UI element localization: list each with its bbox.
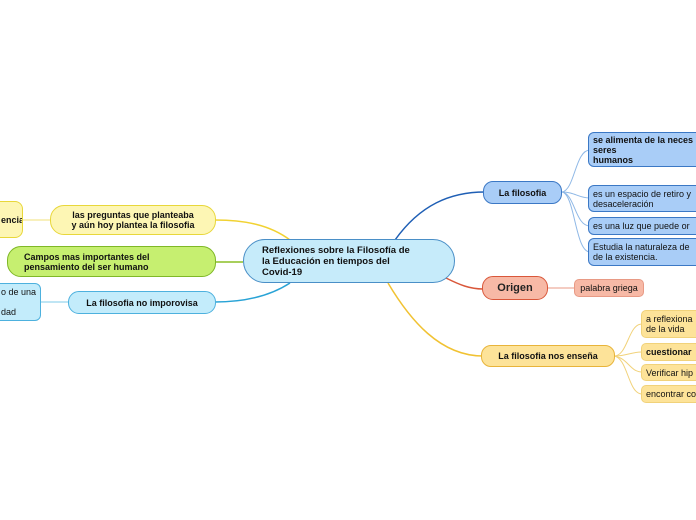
ensena-child-reflexionar[interactable]: a reflexiona de la vida (641, 310, 696, 338)
node-origen[interactable]: Origen (482, 276, 548, 300)
origen-child-palabra-griega[interactable]: palabra griega (574, 279, 644, 297)
node-no-improvisa[interactable]: La filosofia no imporovisa (68, 291, 216, 314)
link-f1 (561, 149, 591, 193)
filosofia-child-naturaleza[interactable]: Estudia la naturaleza de de la existenci… (588, 238, 696, 266)
central-topic[interactable]: Reflexiones sobre la Filosofía de la Edu… (243, 239, 455, 283)
link-e4 (613, 355, 643, 395)
link-ensena (387, 282, 484, 357)
link-filosofia (394, 191, 486, 241)
link-f4 (561, 191, 591, 253)
link-e2 (613, 351, 643, 357)
filosofia-child-alimenta[interactable]: se alimenta de la neces seres humanos (588, 132, 696, 167)
node-nos-ensena[interactable]: La filosofia nos enseña (481, 345, 615, 367)
node-la-filosofia[interactable]: La filosofia (483, 181, 562, 204)
filosofia-child-luz[interactable]: es una luz que puede or (588, 217, 696, 235)
node-campos[interactable]: Campos mas importantes del pensamiento d… (7, 246, 216, 277)
ensena-child-encontrar[interactable]: encontrar co (641, 385, 696, 403)
node-preguntas[interactable]: las preguntas que planteaba y aún hoy pl… (50, 205, 216, 235)
filosofia-child-retiro[interactable]: es un espacio de retiro y desaceleración (588, 185, 696, 212)
link-improvisa (214, 282, 291, 303)
link-e1 (613, 323, 643, 357)
link-origen (445, 277, 484, 290)
link-f2 (561, 191, 591, 199)
ensena-child-verificar[interactable]: Verificar hip (641, 364, 696, 381)
node-dad-cut[interactable]: o de una dad (0, 283, 41, 321)
link-preguntas (214, 219, 291, 241)
ensena-child-cuestionar[interactable]: cuestionar (641, 343, 696, 361)
node-encia-cut[interactable]: encia (0, 201, 23, 238)
link-f3 (561, 191, 591, 227)
